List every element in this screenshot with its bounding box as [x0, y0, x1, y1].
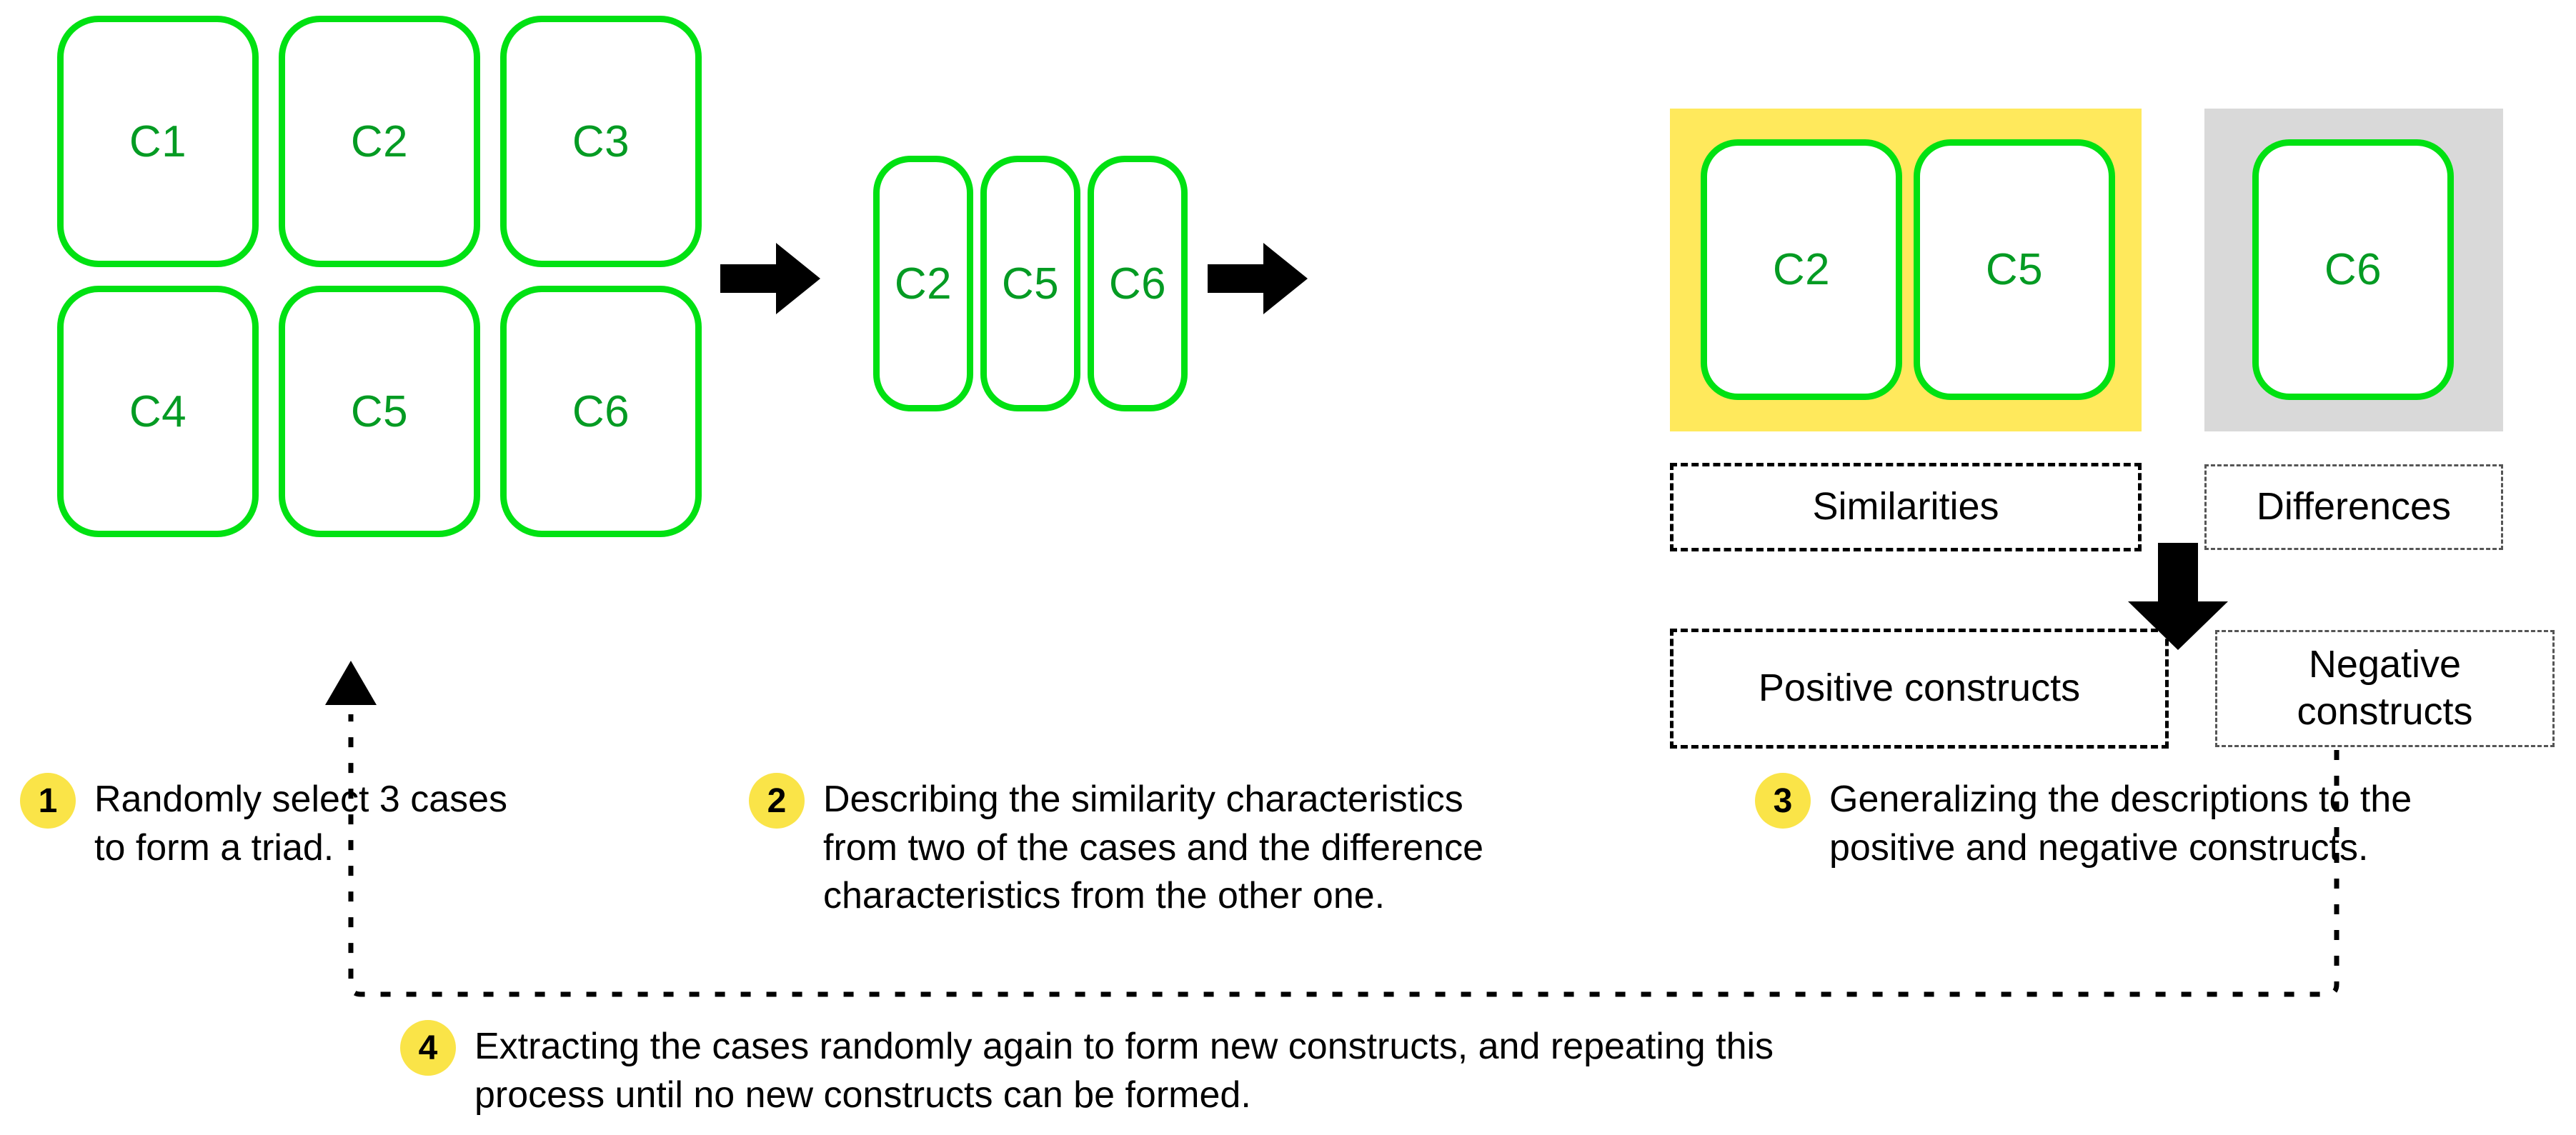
arrow-up-icon: [325, 661, 377, 705]
similarities-label: Similarities: [1812, 485, 1999, 529]
step-4-text: Extracting the cases randomly again to f…: [474, 1026, 1774, 1116]
triad-card-c2[interactable]: C2: [873, 156, 973, 411]
arrow-right-icon-2: [1208, 243, 1308, 314]
case-card-c6[interactable]: C6: [500, 286, 702, 537]
step-badge-1: 1: [20, 773, 76, 829]
case-card-label: C4: [129, 386, 187, 436]
case-card-c4[interactable]: C4: [57, 286, 259, 537]
case-card-label: C6: [1108, 259, 1167, 309]
negative-constructs-box: Negative constructs: [2215, 630, 2555, 747]
differences-box: Differences: [2204, 464, 2503, 550]
case-card-label: C5: [350, 386, 409, 436]
case-card-label: C6: [2324, 245, 2382, 294]
case-card-label: C3: [572, 116, 630, 166]
step-badge-4: 4: [400, 1020, 456, 1076]
step-3-text: Generalizing the descriptions to the pos…: [1829, 779, 2412, 869]
group-card-c2[interactable]: C2: [1701, 139, 1902, 400]
triad-card-c6[interactable]: C6: [1088, 156, 1188, 411]
step-badge-3: 3: [1755, 773, 1811, 829]
group-card-c6[interactable]: C6: [2252, 139, 2454, 400]
case-card-label: C2: [350, 116, 409, 166]
step-3: 3 Generalizing the descriptions to the p…: [1755, 773, 2570, 872]
positive-constructs-label: Positive constructs: [1758, 666, 2081, 710]
step-1-text: Randomly select 3 cases to form a triad.: [94, 779, 508, 869]
positive-constructs-box: Positive constructs: [1670, 629, 2169, 749]
case-card-label: C1: [129, 116, 187, 166]
step-1: 1 Randomly select 3 cases to form a tria…: [20, 773, 649, 872]
case-card-label: C5: [1001, 259, 1060, 309]
case-card-label: C2: [1772, 245, 1831, 294]
step-badge-2: 2: [749, 773, 805, 829]
step-4: 4 Extracting the cases randomly again to…: [400, 1020, 2187, 1119]
arrow-down-icon: [2128, 543, 2228, 650]
case-card-label: C2: [894, 259, 953, 309]
case-card-c5[interactable]: C5: [279, 286, 480, 537]
case-card-label: C5: [1985, 245, 2044, 294]
arrow-right-icon-1: [720, 243, 820, 314]
step-2-text: Describing the similarity characteristic…: [823, 779, 1484, 917]
case-card-c1[interactable]: C1: [57, 16, 259, 267]
similarities-box: Similarities: [1670, 463, 2142, 551]
case-card-c2[interactable]: C2: [279, 16, 480, 267]
case-card-label: C6: [572, 386, 630, 436]
negative-constructs-label: Negative constructs: [2297, 643, 2473, 733]
triad-card-c5[interactable]: C5: [980, 156, 1080, 411]
differences-label: Differences: [2256, 485, 2452, 529]
case-card-c3[interactable]: C3: [500, 16, 702, 267]
group-card-c5[interactable]: C5: [1914, 139, 2115, 400]
step-2: 2 Describing the similarity characterist…: [749, 773, 1678, 921]
